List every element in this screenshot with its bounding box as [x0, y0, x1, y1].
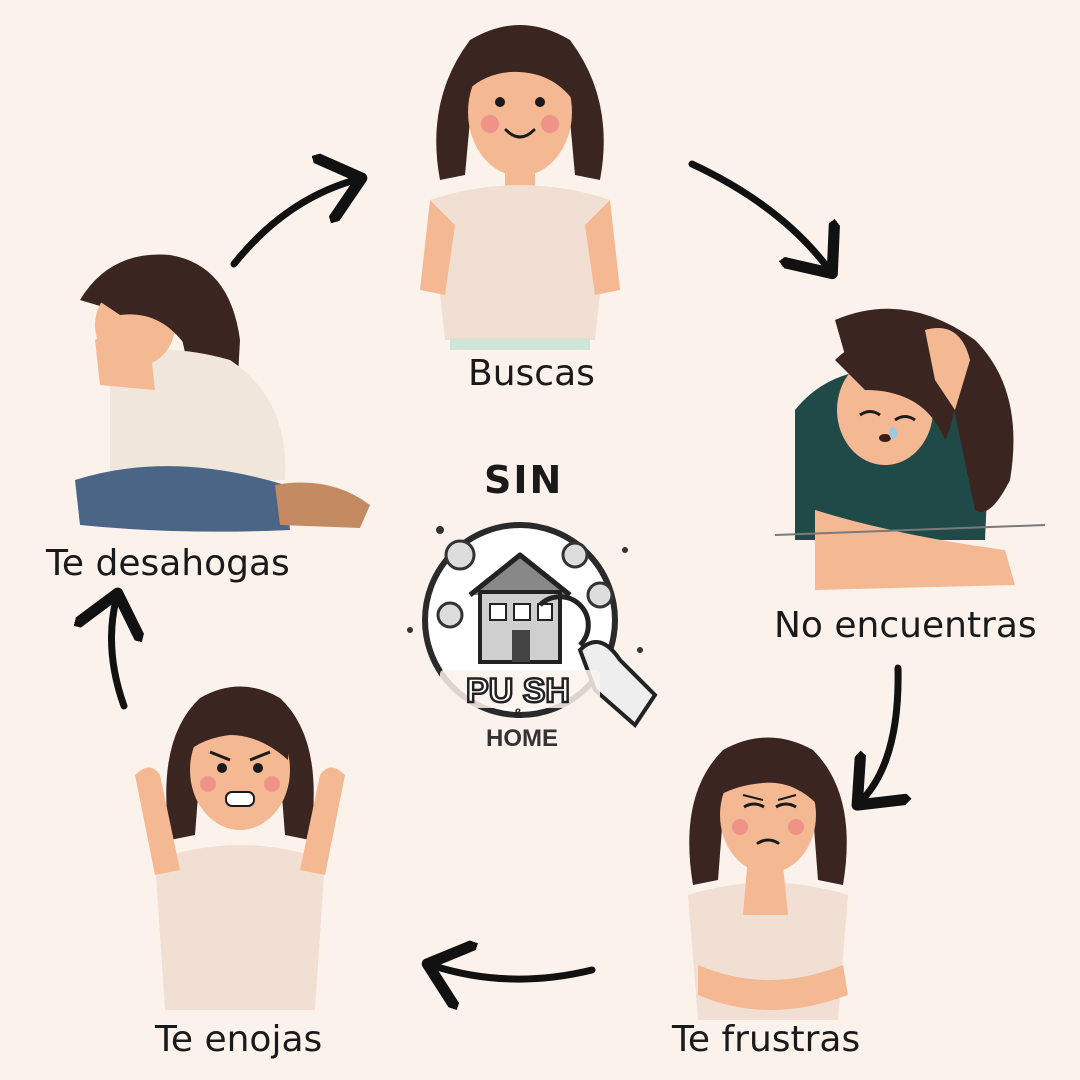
step-label-no-encuentras: No encuentras [774, 605, 1037, 646]
logo-line1: PU SH [466, 672, 570, 710]
woman-angry-illustration [135, 686, 345, 1010]
arrow-desahogas-to-buscas [230, 180, 355, 268]
arrow-noencuentras-to-frustras [862, 664, 898, 800]
house-bubble-icon [444, 539, 476, 571]
house-bubble-icon [586, 581, 614, 609]
house-bubble-icon [436, 601, 464, 629]
woman-sad-crying-illustration [775, 308, 1045, 590]
logo-amp: & [513, 705, 523, 721]
woman-kneeling-crying-illustration [75, 254, 370, 532]
step-label-te-desahogas: Te desahogas [46, 543, 290, 584]
arrow-buscas-to-noencuentras [688, 160, 828, 268]
arrow-enojas-to-desahogas [112, 600, 125, 710]
logo-line2: HOME [486, 725, 558, 752]
step-label-te-frustras: Te frustras [672, 1019, 861, 1060]
pointing-hand-icon [577, 640, 658, 729]
arrow-frustras-to-enojas [434, 966, 596, 979]
step-label-buscas: Buscas [468, 353, 595, 394]
woman-frustrated-illustration [688, 737, 848, 1020]
push-and-home-logo: PU SH & HOME [407, 522, 658, 752]
house-bubble-icon [561, 541, 589, 569]
center-prefix: SIN [484, 458, 564, 502]
woman-happy-illustration [420, 25, 620, 350]
step-label-te-enojas: Te enojas [155, 1019, 323, 1060]
